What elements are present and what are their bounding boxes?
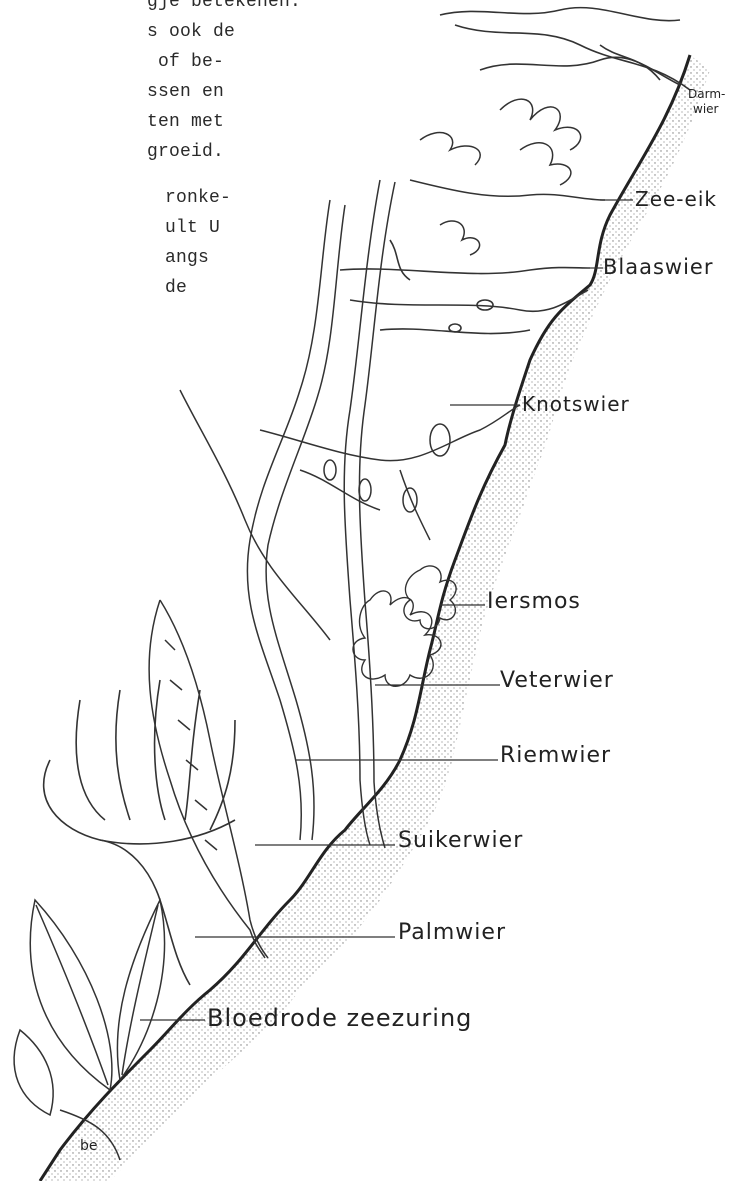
label-darmwier-line2: wier	[693, 103, 718, 115]
label-suikerwier: Suikerwier	[398, 828, 523, 853]
label-blaaswier: Blaaswier	[603, 255, 713, 279]
label-zee-eik: Zee-eik	[635, 187, 717, 211]
zee-eik-drawing	[410, 99, 605, 255]
label-veterwier: Veterwier	[500, 668, 614, 693]
label-bloedrode-zeezuring: Bloedrode zeezuring	[207, 1004, 472, 1032]
label-iersmos: Iersmos	[487, 589, 581, 614]
label-darmwier-line1: Darm-	[688, 88, 725, 100]
label-palmwier: Palmwier	[398, 920, 506, 945]
darmwier-drawing	[440, 8, 690, 90]
label-riemwier: Riemwier	[500, 743, 611, 768]
label-knotswier: Knotswier	[522, 392, 630, 416]
suikerwier-drawing	[149, 600, 268, 958]
corner-mark: be	[80, 1140, 98, 1152]
